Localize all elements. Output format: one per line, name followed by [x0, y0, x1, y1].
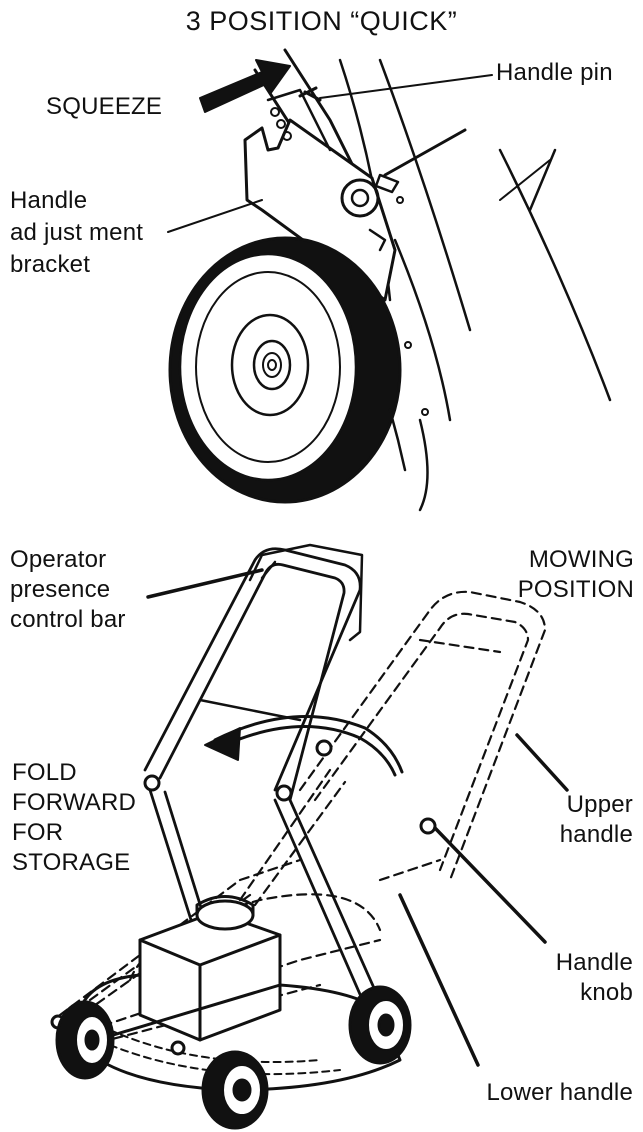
upper-handle-label: Upper handle: [559, 791, 633, 848]
bracket-detail-illustration: [167, 48, 612, 512]
lower-handle-label: Lower handle: [486, 1079, 633, 1106]
mowing-position-label: MOWING POSITION: [517, 546, 634, 603]
squeeze-label: SQUEEZE: [46, 93, 163, 120]
adjustment-bracket-label: Handle ad just ment bracket: [10, 187, 144, 278]
operator-presence-control-bar-label: Operator presence control bar: [10, 546, 126, 633]
diagram-title: 3 POSITION “QUICK”: [185, 6, 458, 36]
handle-pin-label: Handle pin: [496, 59, 613, 86]
mower-fold-illustration: [50, 543, 569, 1130]
fold-forward-storage-label: FOLD FORWARD FOR STORAGE: [12, 759, 137, 876]
handle-knob-label: Handle knob: [555, 949, 633, 1006]
